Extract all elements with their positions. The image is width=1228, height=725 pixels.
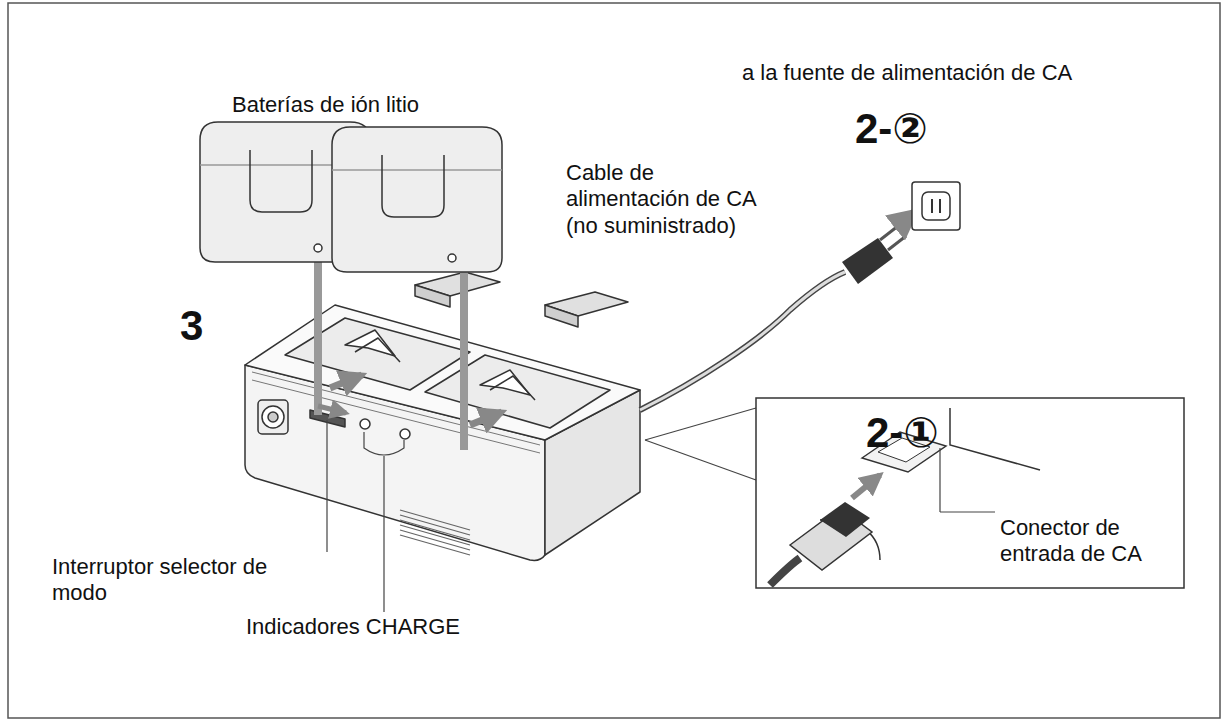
callout-number: 2-② <box>855 108 928 150</box>
part-label: Conector de entrada de CA <box>1000 515 1165 568</box>
callout-number: 3 <box>180 305 203 347</box>
battery <box>200 122 502 272</box>
part-label: Baterías de ión litio <box>232 92 419 118</box>
inset <box>645 398 1184 588</box>
part-label: a la fuente de alimentación de CA <box>742 60 1072 86</box>
part-label: Indicadores CHARGE <box>246 614 460 640</box>
frame <box>8 3 1220 718</box>
charger <box>245 272 640 560</box>
insert-arrows <box>314 255 502 450</box>
part-label: Interruptor selector de modo <box>52 554 322 607</box>
callout-number: 2-① <box>866 412 939 454</box>
part-label: Cable de alimentación de CA (no suminist… <box>566 160 781 239</box>
